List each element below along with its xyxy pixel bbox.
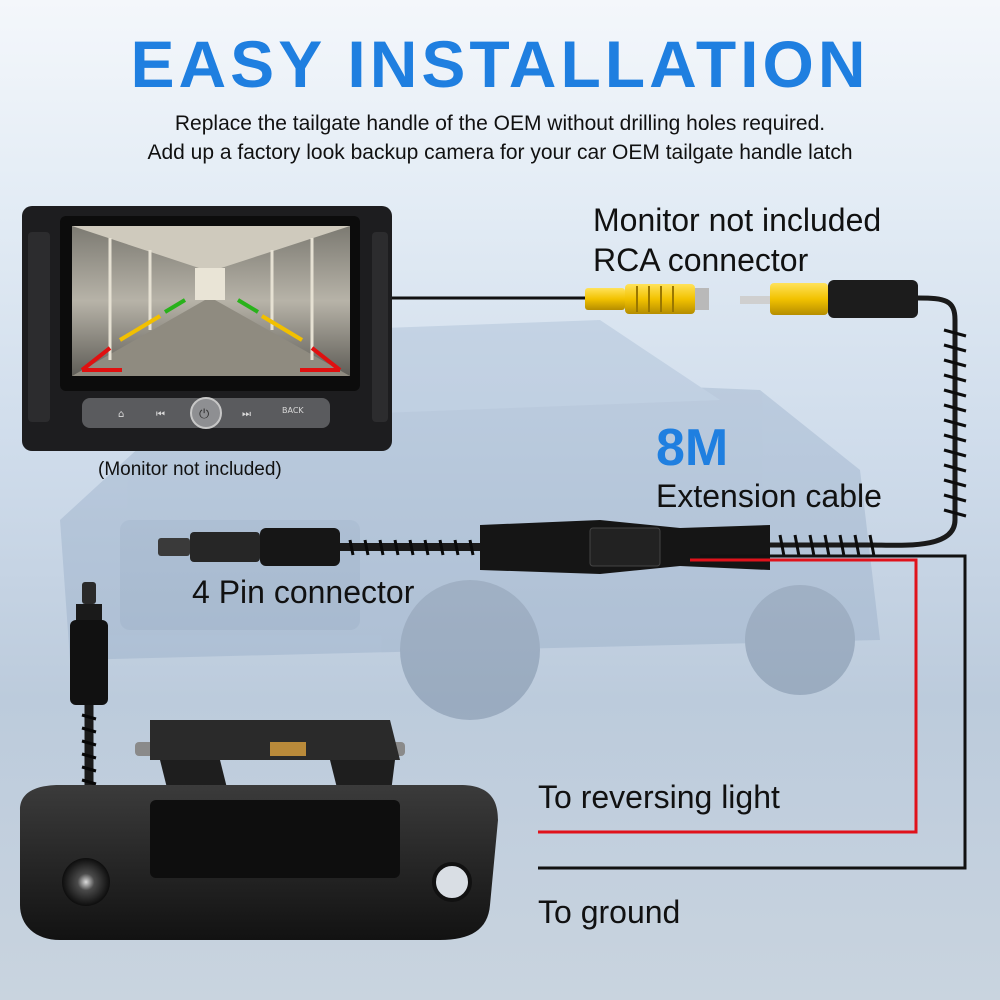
subtitle-line-2: Add up a factory look backup camera for …	[147, 141, 853, 164]
ground-wire	[538, 554, 967, 870]
coil-texture	[778, 328, 967, 557]
camera-lens	[62, 858, 110, 906]
subtitle-line-1: Replace the tailgate handle of the OEM w…	[174, 112, 826, 135]
rca-male-connector	[740, 280, 918, 318]
power-button	[190, 397, 222, 429]
rca-female-connector	[585, 284, 709, 314]
reversing-light-wire	[538, 558, 918, 834]
ground-label: To ground	[538, 894, 681, 930]
camera-lead	[70, 582, 108, 790]
back-button-label: BACK	[282, 406, 304, 415]
cable-length: 8M	[656, 419, 729, 477]
rca-label-line-1: Monitor not included	[593, 202, 882, 238]
rca-label-line-2: RCA connector	[593, 242, 809, 278]
lock-hole	[432, 862, 472, 902]
next-icon: ⏭	[242, 409, 251, 420]
monitor-caption: (Monitor not included)	[98, 459, 282, 480]
reversing-light-label: To reversing light	[538, 779, 780, 815]
pin-connector-label: 4 Pin connector	[192, 574, 415, 610]
coiled-cable	[770, 295, 958, 548]
power-icon: ⏻	[199, 407, 209, 422]
home-icon: ⌂	[118, 409, 124, 420]
page-title: EASY INSTALLATION	[130, 27, 870, 101]
previous-icon: ⏮	[156, 409, 165, 420]
tailgate-handle	[20, 720, 498, 940]
cable-description: Extension cable	[656, 478, 882, 514]
monitor-device: ⌂ ⏮ ⏭ ⏻	[22, 206, 392, 451]
